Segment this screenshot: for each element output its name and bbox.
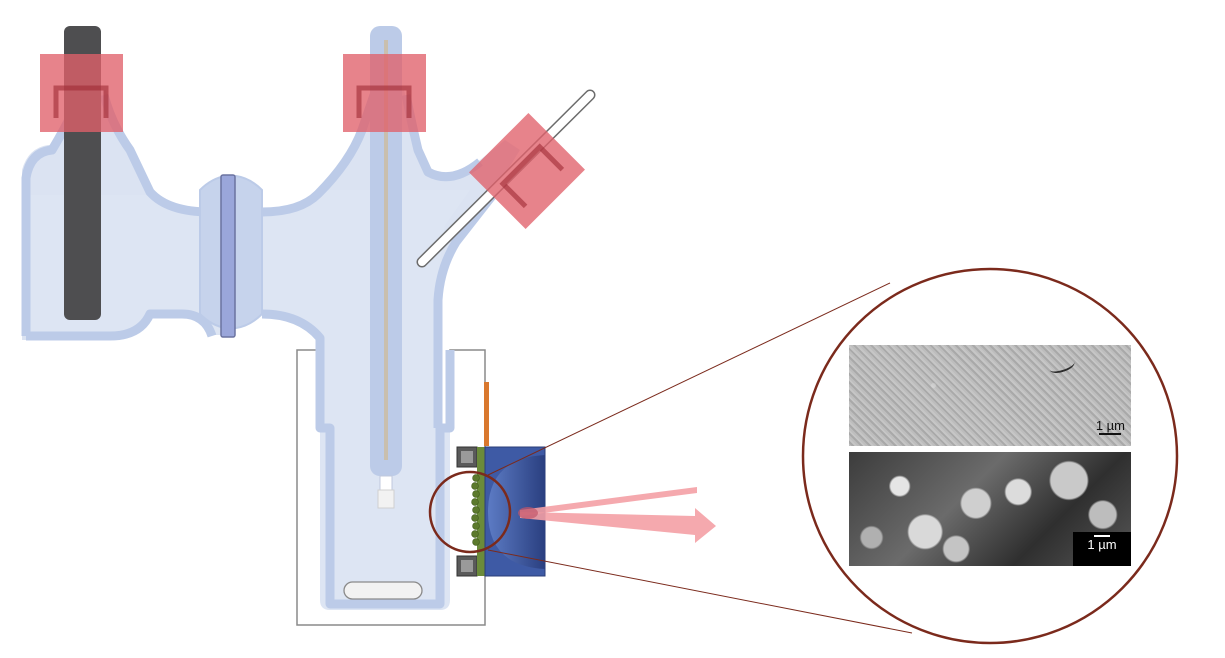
scale-bar-label-top: 1 µm xyxy=(1095,418,1125,433)
scale-bar-label-bottom: 1 µm xyxy=(1087,537,1117,552)
electrolyte xyxy=(30,190,470,610)
optical-element xyxy=(484,446,546,577)
sem-image-top: 1 µm xyxy=(849,345,1131,446)
scale-bar-line-top xyxy=(1099,433,1122,435)
sem-image-bottom: 1 µm xyxy=(849,452,1131,566)
surface-crack xyxy=(1047,356,1077,376)
working-electrode-window xyxy=(471,447,485,576)
electrical-contact xyxy=(484,382,489,446)
o-ring-seals xyxy=(456,446,478,577)
membrane-separator xyxy=(199,174,263,338)
scale-bar-bottom: 1 µm xyxy=(1073,532,1131,566)
stir-bar xyxy=(343,581,423,600)
reference-electrode xyxy=(370,26,402,509)
incident-and-reflected-beam xyxy=(518,487,716,543)
scale-bar-top: 1 µm xyxy=(1096,419,1125,436)
scale-bar-line-bottom xyxy=(1094,535,1110,537)
rubber-septum-stoppers xyxy=(40,54,585,229)
